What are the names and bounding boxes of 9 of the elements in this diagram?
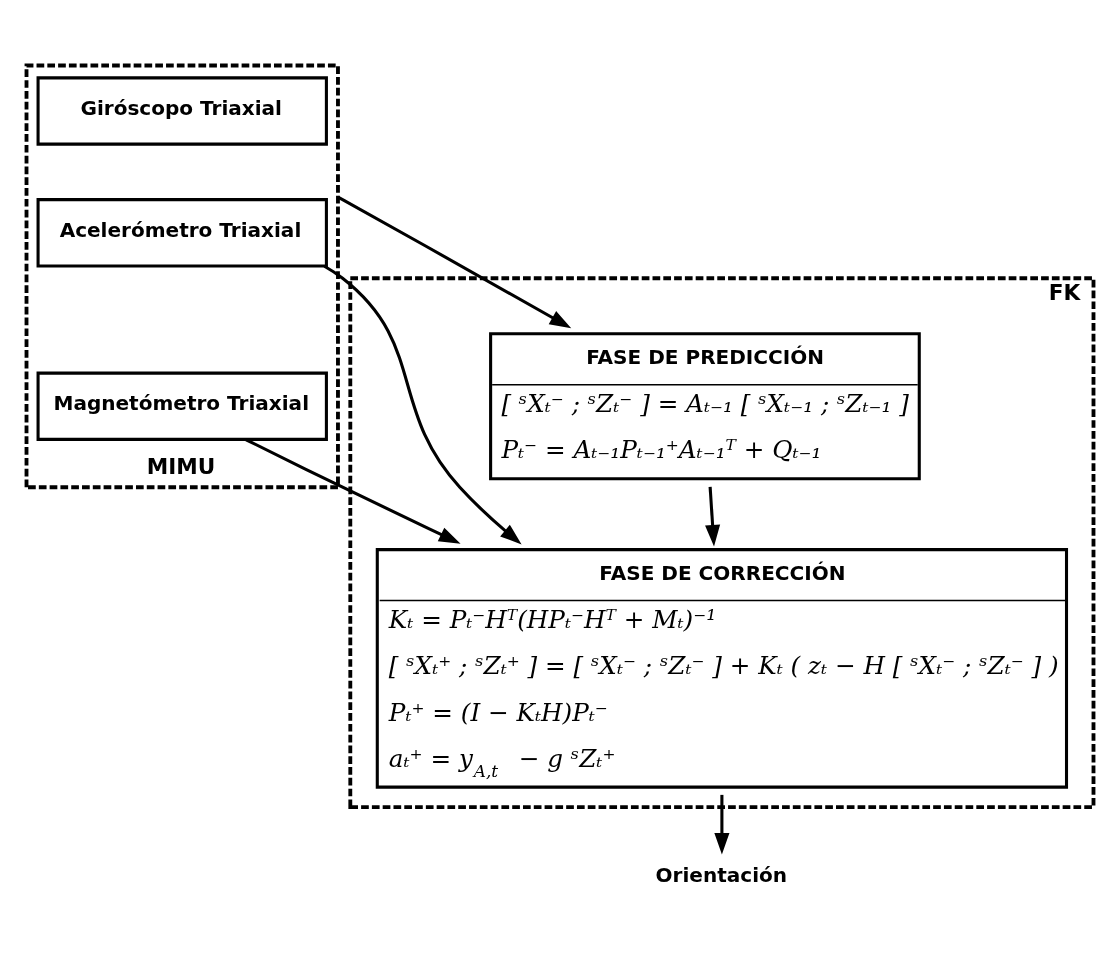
node-box: Magnetómetro Triaxial [36, 371, 328, 441]
node-box: Acelerómetro Triaxial [36, 197, 328, 267]
node-box: Giróscopo Triaxial [36, 75, 328, 146]
node-text: Orientación [655, 862, 788, 887]
arrow [714, 794, 730, 855]
arrow [323, 264, 522, 544]
arrow [705, 486, 721, 547]
arrow [245, 437, 461, 544]
arrow [337, 195, 572, 328]
